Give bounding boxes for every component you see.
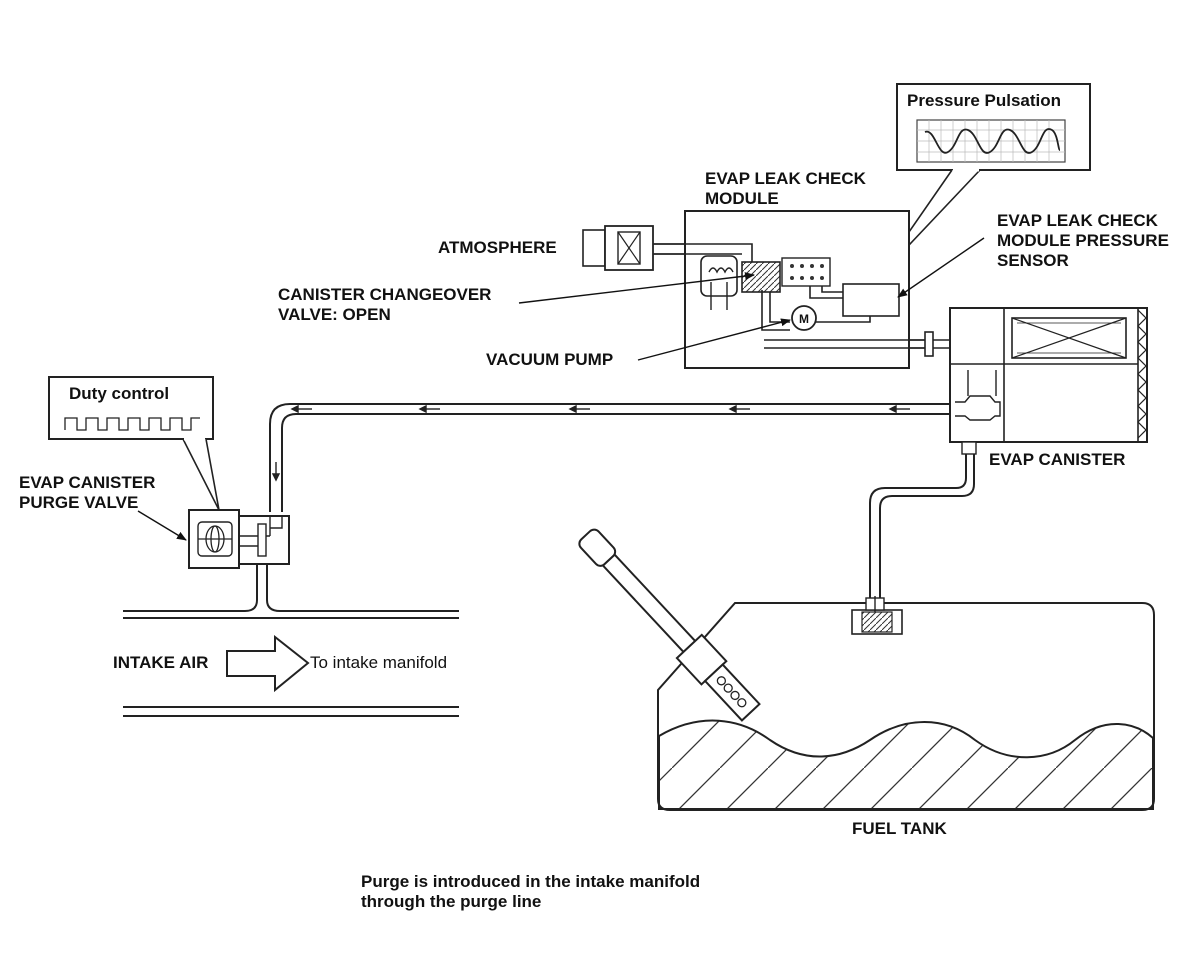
atmosphere-label: ATMOSPHERE [438, 238, 557, 257]
intake-air-label: INTAKE AIR [113, 653, 209, 672]
fuel-filler-neck [578, 528, 761, 722]
purge-flow-arrows [271, 404, 910, 482]
pressure-sensor-label: EVAP LEAK CHECK MODULE PRESSURE SENSOR [997, 211, 1169, 271]
duty-control-title: Duty control [69, 384, 170, 403]
leader-lines [137, 237, 985, 541]
changeover-valve-label: CANISTER CHANGEOVER VALVE: OPEN [278, 285, 491, 325]
label-line: EVAP CANISTER [19, 473, 156, 492]
duty-square-wave [64, 417, 200, 431]
label-line: MODULE [705, 189, 779, 208]
vacuum-pump-label: VACUUM PUMP [486, 350, 614, 369]
label-line: EVAP LEAK CHECK [705, 169, 866, 188]
fuel-level [658, 719, 1154, 810]
purge-valve-label: EVAP CANISTER PURGE VALVE [19, 473, 155, 513]
label-line: EVAP LEAK CHECK [997, 211, 1158, 230]
intake-pipe [123, 599, 459, 717]
intake-air-arrow [226, 634, 310, 693]
label-line: VALVE: OPEN [278, 305, 391, 324]
purge-line [269, 403, 950, 512]
caption-line: through the purge line [361, 892, 542, 911]
fuel-tank [657, 596, 1155, 811]
evap-canister [949, 307, 1148, 455]
pressure-pulsation-title: Pressure Pulsation [907, 91, 1062, 110]
module-canister-connector [909, 331, 950, 357]
vacuum-pump-motor [791, 305, 817, 331]
tank-vent-line [869, 454, 975, 598]
fuel-tank-label: FUEL TANK [852, 819, 947, 838]
pump-motor-symbol: M [799, 312, 809, 326]
label-line: SENSOR [997, 251, 1069, 270]
caption: Purge is introduced in the intake manifo… [361, 872, 700, 912]
label-line: MODULE PRESSURE [997, 231, 1169, 250]
label-line: PURGE VALVE [19, 493, 139, 512]
evap-canister-label: EVAP CANISTER [989, 450, 1126, 469]
evap-canister-purge-valve [188, 509, 290, 600]
canister-changeover-valve [741, 261, 781, 293]
caption-line: Purge is introduced in the intake manifo… [361, 872, 701, 891]
pulsation-waveform [924, 128, 1061, 154]
evap-leak-check-module-label: EVAP LEAK CHECK MODULE [705, 169, 866, 209]
pressure-sensor [842, 283, 900, 317]
to-intake-manifold-label: To intake manifold [310, 653, 448, 672]
label-line: CANISTER CHANGEOVER [278, 285, 492, 304]
atmosphere-inlet-filter [582, 225, 685, 271]
evap-leak-check-module: M [654, 210, 930, 369]
